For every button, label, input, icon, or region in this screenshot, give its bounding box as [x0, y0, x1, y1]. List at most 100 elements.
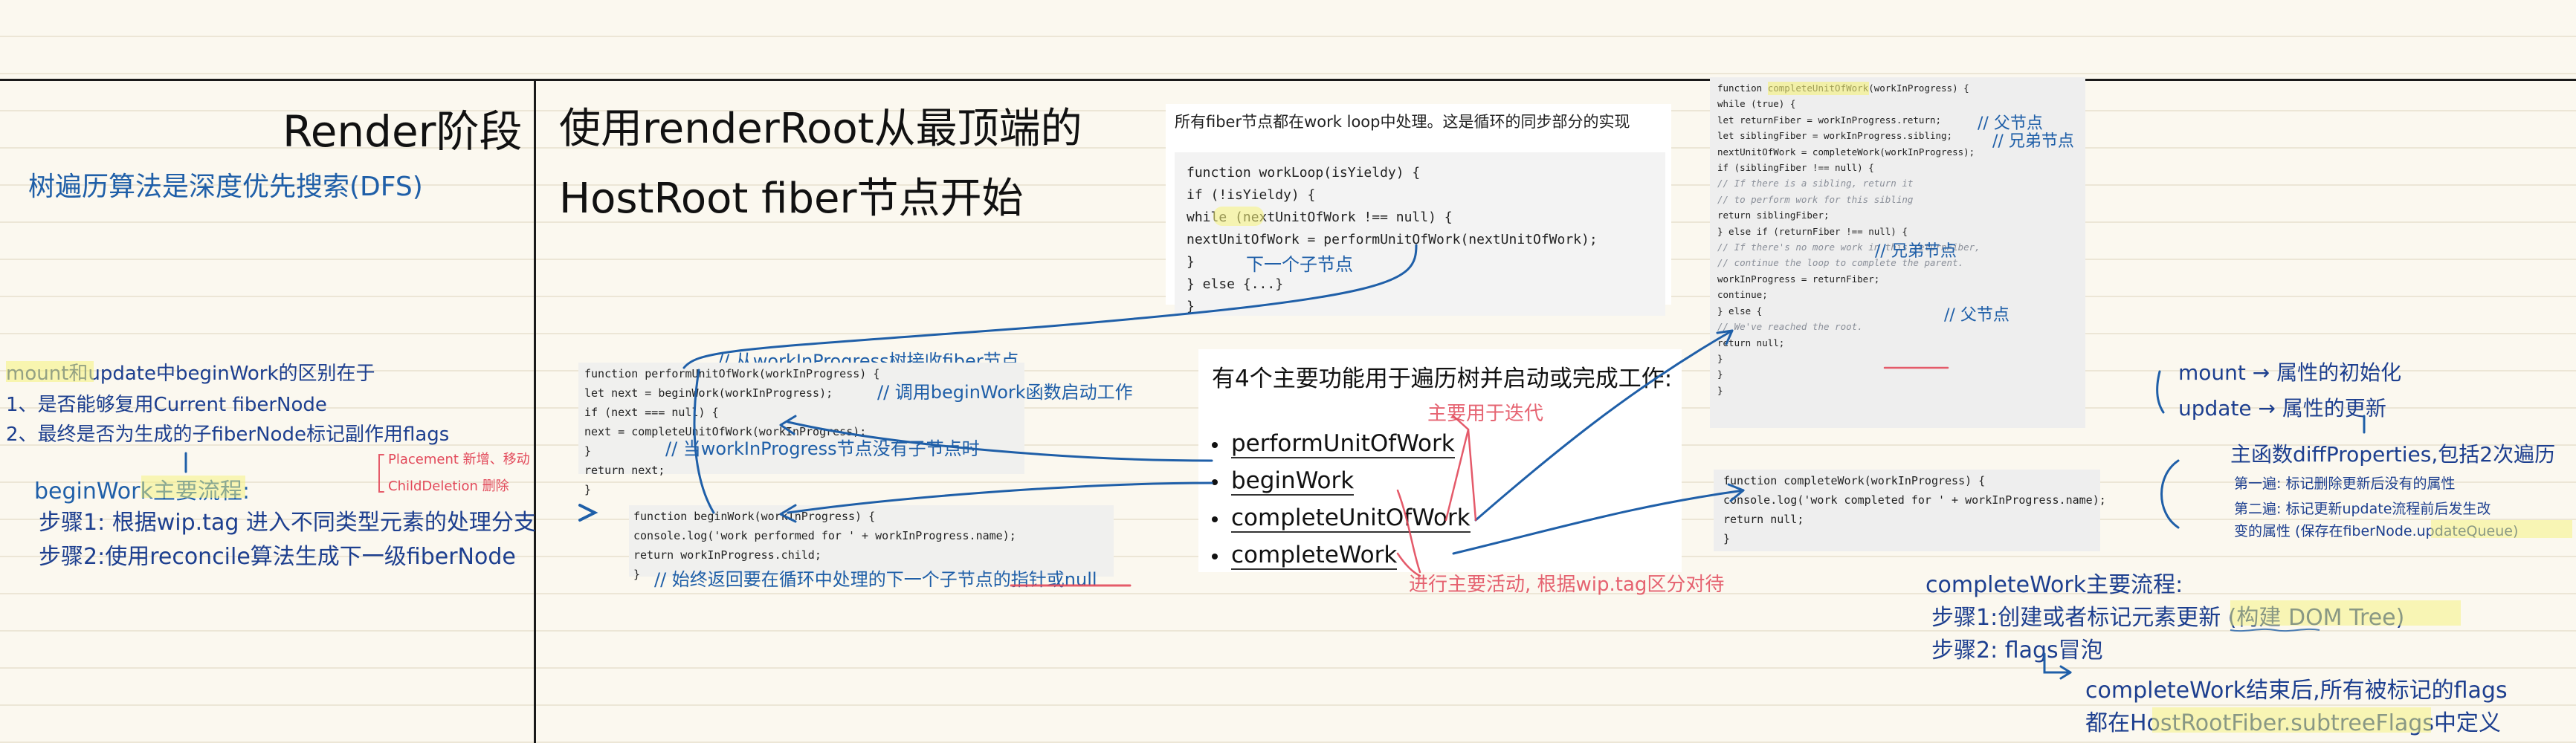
flag-deletion: ChildDeletion 删除: [388, 478, 509, 494]
functions-panel: [1198, 349, 1682, 572]
code-line: function performUnitOfWork(workInProgres…: [584, 367, 880, 380]
functions-heading: 有4个主要功能用于遍历树并启动或完成工作:: [1212, 366, 1673, 392]
code-line: console.log('work performed for ' + work…: [633, 529, 1016, 542]
update-queue-highlight: [2431, 520, 2572, 538]
diff-pass-2a: 第二遍: 标记更新update流程前后发生改: [2234, 501, 2491, 517]
arrow-step1-right: [578, 504, 598, 522]
mount-note: mount → 属性的初始化: [2178, 360, 2402, 385]
list-item: beginWork: [1212, 462, 1471, 499]
code-line: // If there's no more work in this retur…: [1717, 241, 1981, 253]
header-divider: [0, 79, 2576, 81]
diff-item-2: 2、最终是否为生成的子fiberNode标记副作用flags: [6, 424, 450, 446]
code-line: }: [1187, 254, 1195, 270]
beginwork-step-2: 步骤2:使用reconcile算法生成下一级fiberNode: [39, 544, 516, 570]
note-iterate: 主要用于迭代: [1427, 403, 1544, 425]
arrow-head: [1716, 329, 1734, 345]
beginwork-step-1: 步骤1: 根据wip.tag 进入不同类型元素的处理分支: [39, 510, 536, 536]
arrow-head: [779, 504, 797, 523]
arrow-head: [1727, 483, 1745, 502]
complete-work-code-bg: [1714, 470, 2100, 551]
complete-work-code: function completeWork(workInProgress) { …: [1723, 471, 2106, 548]
code-line: function completeWork(workInProgress) {: [1723, 474, 1986, 487]
completework-step-2: 步骤2: flags冒泡: [1931, 637, 2103, 663]
note-no-child: // 当workInProgress节点没有子节点时: [665, 438, 980, 459]
code-line: while (true) {: [1717, 98, 1796, 110]
begin-code: function beginWork(workInProgress) { con…: [633, 507, 1016, 584]
note-parent: // 父节点: [1978, 114, 2043, 133]
arrow-activity-2: [1396, 489, 1421, 574]
code-line: let next = beginWork(workInProgress);: [584, 386, 833, 400]
complete-unit-code-bg: [1710, 77, 2085, 428]
code-line: return null;: [1717, 337, 1785, 348]
completework-flow-title: completeWork主要流程:: [1925, 572, 2183, 598]
functions-list: performUnitOfWork beginWork completeUnit…: [1212, 425, 1471, 574]
perform-code-bg: [578, 363, 1024, 474]
arrow-activity: [1396, 552, 1421, 577]
code-line: let siblingFiber = workInProgress.siblin…: [1717, 130, 1953, 142]
code-line: workInProgress = returnFiber;: [1717, 273, 1880, 285]
note-next-child: 下一个子节点: [1246, 254, 1353, 275]
code-line: } else if (returnFiber !== null) {: [1717, 225, 1908, 237]
dom-tree-highlight: [2230, 600, 2461, 626]
code-line: }: [1717, 352, 1723, 364]
arrow-to-complete-work: [1452, 489, 1745, 555]
arrow-flags-bubble: [2043, 652, 2072, 674]
arrow-iterate-2: [1444, 428, 1470, 522]
complete-unit-highlight: [1768, 82, 1869, 95]
code-line: }: [584, 444, 592, 458]
fn-begin-work: beginWork: [1231, 467, 1355, 496]
note-sibling-2: // 兄弟节点: [1875, 242, 1957, 261]
arrow-workloop-to-perform: [682, 244, 1418, 369]
begin-code-bg: [629, 505, 1114, 577]
main-title-line1: 使用renderRoot从最顶端的: [559, 105, 1082, 153]
arrow-begin-label: [787, 481, 1213, 514]
fn-complete-work: completeWork: [1231, 542, 1398, 570]
arrow-head: [779, 415, 797, 435]
subtree-flags-highlight: [2152, 707, 2431, 733]
flag-placement: Placement 新增、移动: [388, 452, 530, 467]
diff-item-1: 1、是否能够复用Current fiberNode: [6, 394, 327, 416]
perform-code: function performUnitOfWork(workInProgres…: [584, 364, 879, 499]
diff-highlight: [6, 361, 94, 382]
diff-properties: 主函数diffProperties,包括2次遍历: [2230, 442, 2556, 467]
list-item: completeUnitOfWork: [1212, 499, 1471, 536]
fn-perform-unit-of-work: performUnitOfWork: [1231, 430, 1455, 458]
note-parent-2: // 父节点: [1944, 306, 2010, 325]
brace-passes: [2160, 459, 2180, 529]
code-line: return next;: [584, 464, 665, 477]
code-line: return siblingFiber;: [1717, 210, 1830, 221]
code-line: continue;: [1717, 289, 1768, 301]
note-activity: 进行主要活动, 根据wip.tag区分对待: [1409, 574, 1725, 596]
code-line: // We've reached the root.: [1717, 321, 1863, 333]
squiggle-underline: [2230, 628, 2320, 632]
code-line: // continue the loop to complete the par…: [1717, 257, 1964, 269]
code-line: nextUnitOfWork = completeWork(workInProg…: [1717, 146, 1975, 158]
code-line: }: [1717, 384, 1723, 396]
workloop-code-bg: [1175, 152, 1665, 316]
diff-pass-1: 第一遍: 标记删除更新后没有的属性: [2234, 476, 2456, 492]
code-line: function workLoop(isYieldy) {: [1187, 165, 1421, 181]
flow-title-highlight: [141, 476, 245, 498]
code-line: }: [1187, 299, 1195, 314]
code-line: let returnFiber = workInProgress.return;: [1717, 114, 1942, 126]
code-line: nextUnitOfWork = performUnitOfWork(nextU…: [1187, 232, 1598, 247]
brace-mount-update: [2156, 370, 2165, 414]
main-title-line2: HostRoot fiber节点开始: [559, 175, 1024, 223]
column-divider: [534, 79, 536, 743]
render-phase-title: Render阶段: [283, 106, 523, 157]
code-line: function beginWork(workInProgress) {: [633, 510, 876, 523]
arrow-head: [2059, 665, 2072, 680]
note-sibling: // 兄弟节点: [1992, 132, 2074, 151]
code-line: } else {: [1717, 305, 1763, 317]
arrow-perform-to-begin: [693, 369, 715, 514]
dfs-note: 树遍历算法是深度优先搜索(DFS): [28, 172, 423, 202]
list-item: completeWork: [1212, 536, 1471, 574]
fn-complete-unit-of-work: completeUnitOfWork: [1231, 504, 1471, 533]
code-line: if (!isYieldy) {: [1187, 187, 1316, 203]
code-line: // If there is a sibling, return it: [1717, 178, 1914, 189]
code-line: // to perform work for this sibling: [1717, 193, 1914, 205]
arrow-iterate: [1452, 415, 1477, 522]
workloop-caption: 所有fiber节点都在work loop中处理。这是循环的同步部分的实现: [1175, 113, 1630, 131]
brace-flags: [378, 454, 384, 493]
